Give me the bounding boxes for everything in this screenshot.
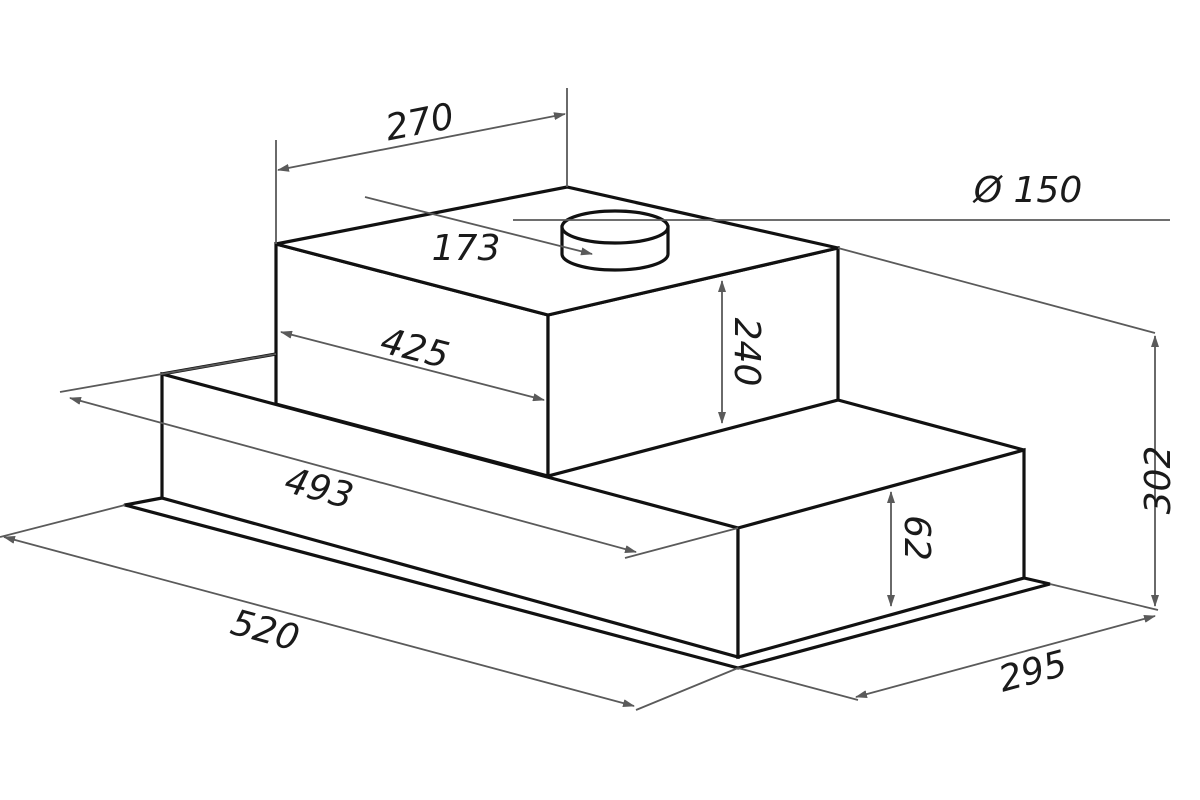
label-duct-diameter: Ø 150 — [972, 170, 1083, 211]
extension-lines — [0, 88, 1170, 711]
dim-line-top-depth — [277, 112, 566, 172]
label-total-height: 302 — [1138, 446, 1179, 515]
label-top-height: 240 — [726, 318, 767, 387]
dim-line-base-inner-width — [69, 397, 637, 553]
dim-line-total-width — [3, 535, 635, 708]
dimension-lines — [3, 112, 1159, 708]
dim-line-top-width — [280, 330, 545, 402]
duct-collar — [560, 209, 670, 272]
base-top-right-edge — [836, 398, 1026, 452]
base-right-face — [736, 447, 1026, 660]
dim-line-total-depth — [855, 615, 1156, 698]
dim-line-duct-offset — [364, 196, 593, 256]
hood-body — [123, 185, 1051, 670]
label-total-width: 520 — [226, 602, 303, 659]
label-duct-offset: 173 — [432, 228, 501, 269]
label-top-depth: 270 — [382, 96, 457, 149]
label-total-depth: 295 — [995, 643, 1072, 700]
label-base-height: 62 — [896, 515, 937, 561]
